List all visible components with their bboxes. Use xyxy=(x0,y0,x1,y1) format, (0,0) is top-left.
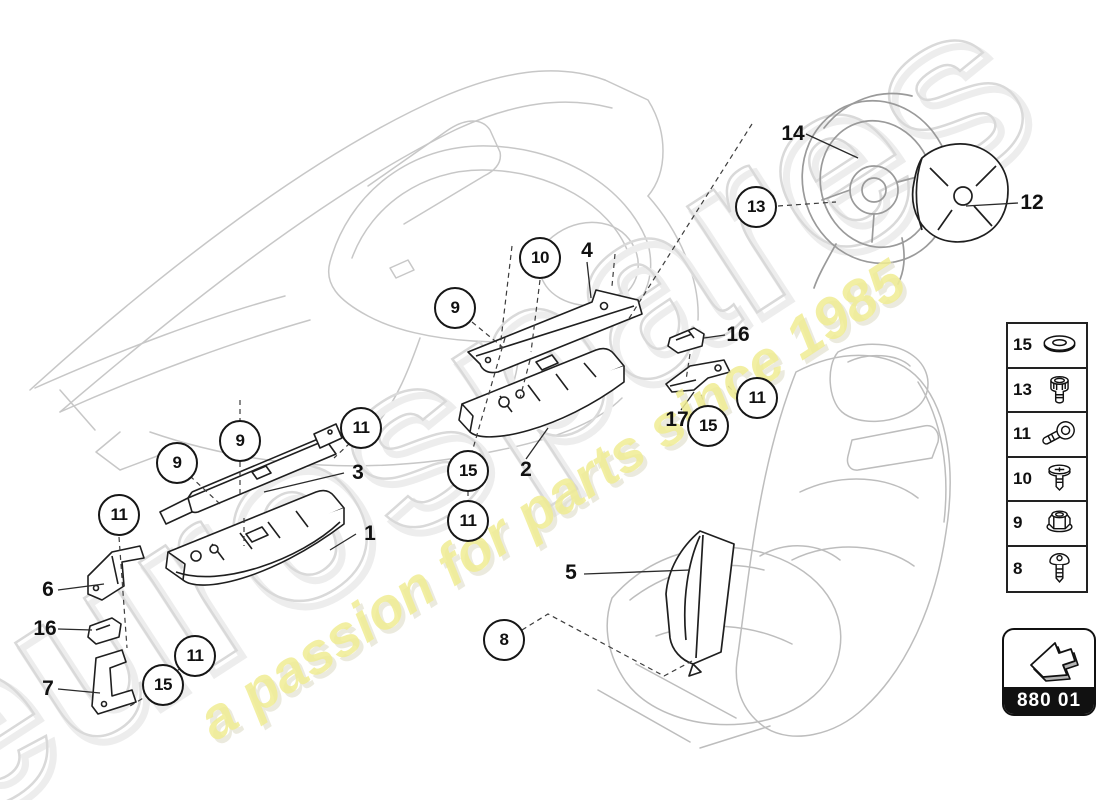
part-label-2: 2 xyxy=(520,458,532,481)
page-code-badge: 880 01 xyxy=(1002,628,1096,716)
washer-icon xyxy=(1043,335,1076,353)
callout-circle-11: 11 xyxy=(447,500,489,542)
part-label-16: 16 xyxy=(33,617,57,640)
part-label-12: 12 xyxy=(1020,191,1044,214)
callout-circle-8: 8 xyxy=(483,619,525,661)
bracket-6-drawing xyxy=(87,545,145,601)
direction-arrow-icon xyxy=(1030,641,1079,682)
shoulder-bolt-icon xyxy=(1042,421,1075,445)
dashboard-sketch xyxy=(29,70,699,471)
legend-item-number: 8 xyxy=(1013,558,1023,578)
badge-arrow-area xyxy=(1004,630,1094,687)
legend-row: 10 xyxy=(1008,458,1086,502)
flange-nut-icon xyxy=(1046,510,1073,533)
callout-circle-9: 9 xyxy=(219,420,261,462)
bracket-7-drawing xyxy=(91,649,137,715)
fastener-legend: 15 13 11 xyxy=(1006,322,1088,593)
part-label-5: 5 xyxy=(565,561,577,584)
legend-row: 9 xyxy=(1008,502,1086,547)
legend-row: 13 xyxy=(1008,369,1086,413)
clip-16-left-drawing xyxy=(87,617,122,645)
legend-item-number: 11 xyxy=(1013,424,1031,444)
part-label-6: 6 xyxy=(42,578,54,601)
mounting-rail-3-drawing xyxy=(159,423,343,525)
legend-row: 11 xyxy=(1008,413,1086,458)
callout-circle-9: 9 xyxy=(156,442,198,484)
callout-circle-15: 15 xyxy=(687,405,729,447)
bracket-17-drawing xyxy=(665,359,731,393)
callout-circle-15: 15 xyxy=(142,664,184,706)
side-airbag-5-drawing xyxy=(665,530,735,677)
callout-circle-11: 11 xyxy=(174,635,216,677)
callout-circle-15: 15 xyxy=(447,450,489,492)
part-label-7: 7 xyxy=(42,677,54,700)
callout-circle-13: 13 xyxy=(735,186,777,228)
flange-screw-icon xyxy=(1048,464,1071,491)
cap-screw-icon xyxy=(1050,375,1069,404)
page-code: 880 01 xyxy=(1004,687,1094,714)
part-label-1: 1 xyxy=(364,522,376,545)
airbag-module-2-drawing xyxy=(458,347,625,438)
legend-item-number: 9 xyxy=(1013,513,1023,533)
legend-item-number: 10 xyxy=(1013,468,1032,488)
legend-row: 8 xyxy=(1008,547,1086,592)
legend-item-number: 13 xyxy=(1013,379,1032,399)
legend-item-number: 15 xyxy=(1013,335,1032,355)
airbag-module-1-drawing xyxy=(165,489,345,586)
part-label-16: 16 xyxy=(726,323,750,346)
part-label-3: 3 xyxy=(352,461,364,484)
part-label-17: 17 xyxy=(665,408,689,431)
part-label-4: 4 xyxy=(581,239,593,262)
callout-circle-11: 11 xyxy=(736,377,778,419)
callout-circle-10: 10 xyxy=(519,237,561,279)
driver-airbag-drawing xyxy=(911,143,1009,243)
pan-screw-icon xyxy=(1049,552,1070,583)
legend-row: 15 xyxy=(1008,324,1086,369)
leader-lines xyxy=(57,133,1019,694)
callout-circle-11: 11 xyxy=(98,494,140,536)
clip-16-right-drawing xyxy=(667,327,705,354)
part-label-14: 14 xyxy=(781,122,805,145)
callout-circle-9: 9 xyxy=(434,287,476,329)
callout-circle-11: 11 xyxy=(340,407,382,449)
